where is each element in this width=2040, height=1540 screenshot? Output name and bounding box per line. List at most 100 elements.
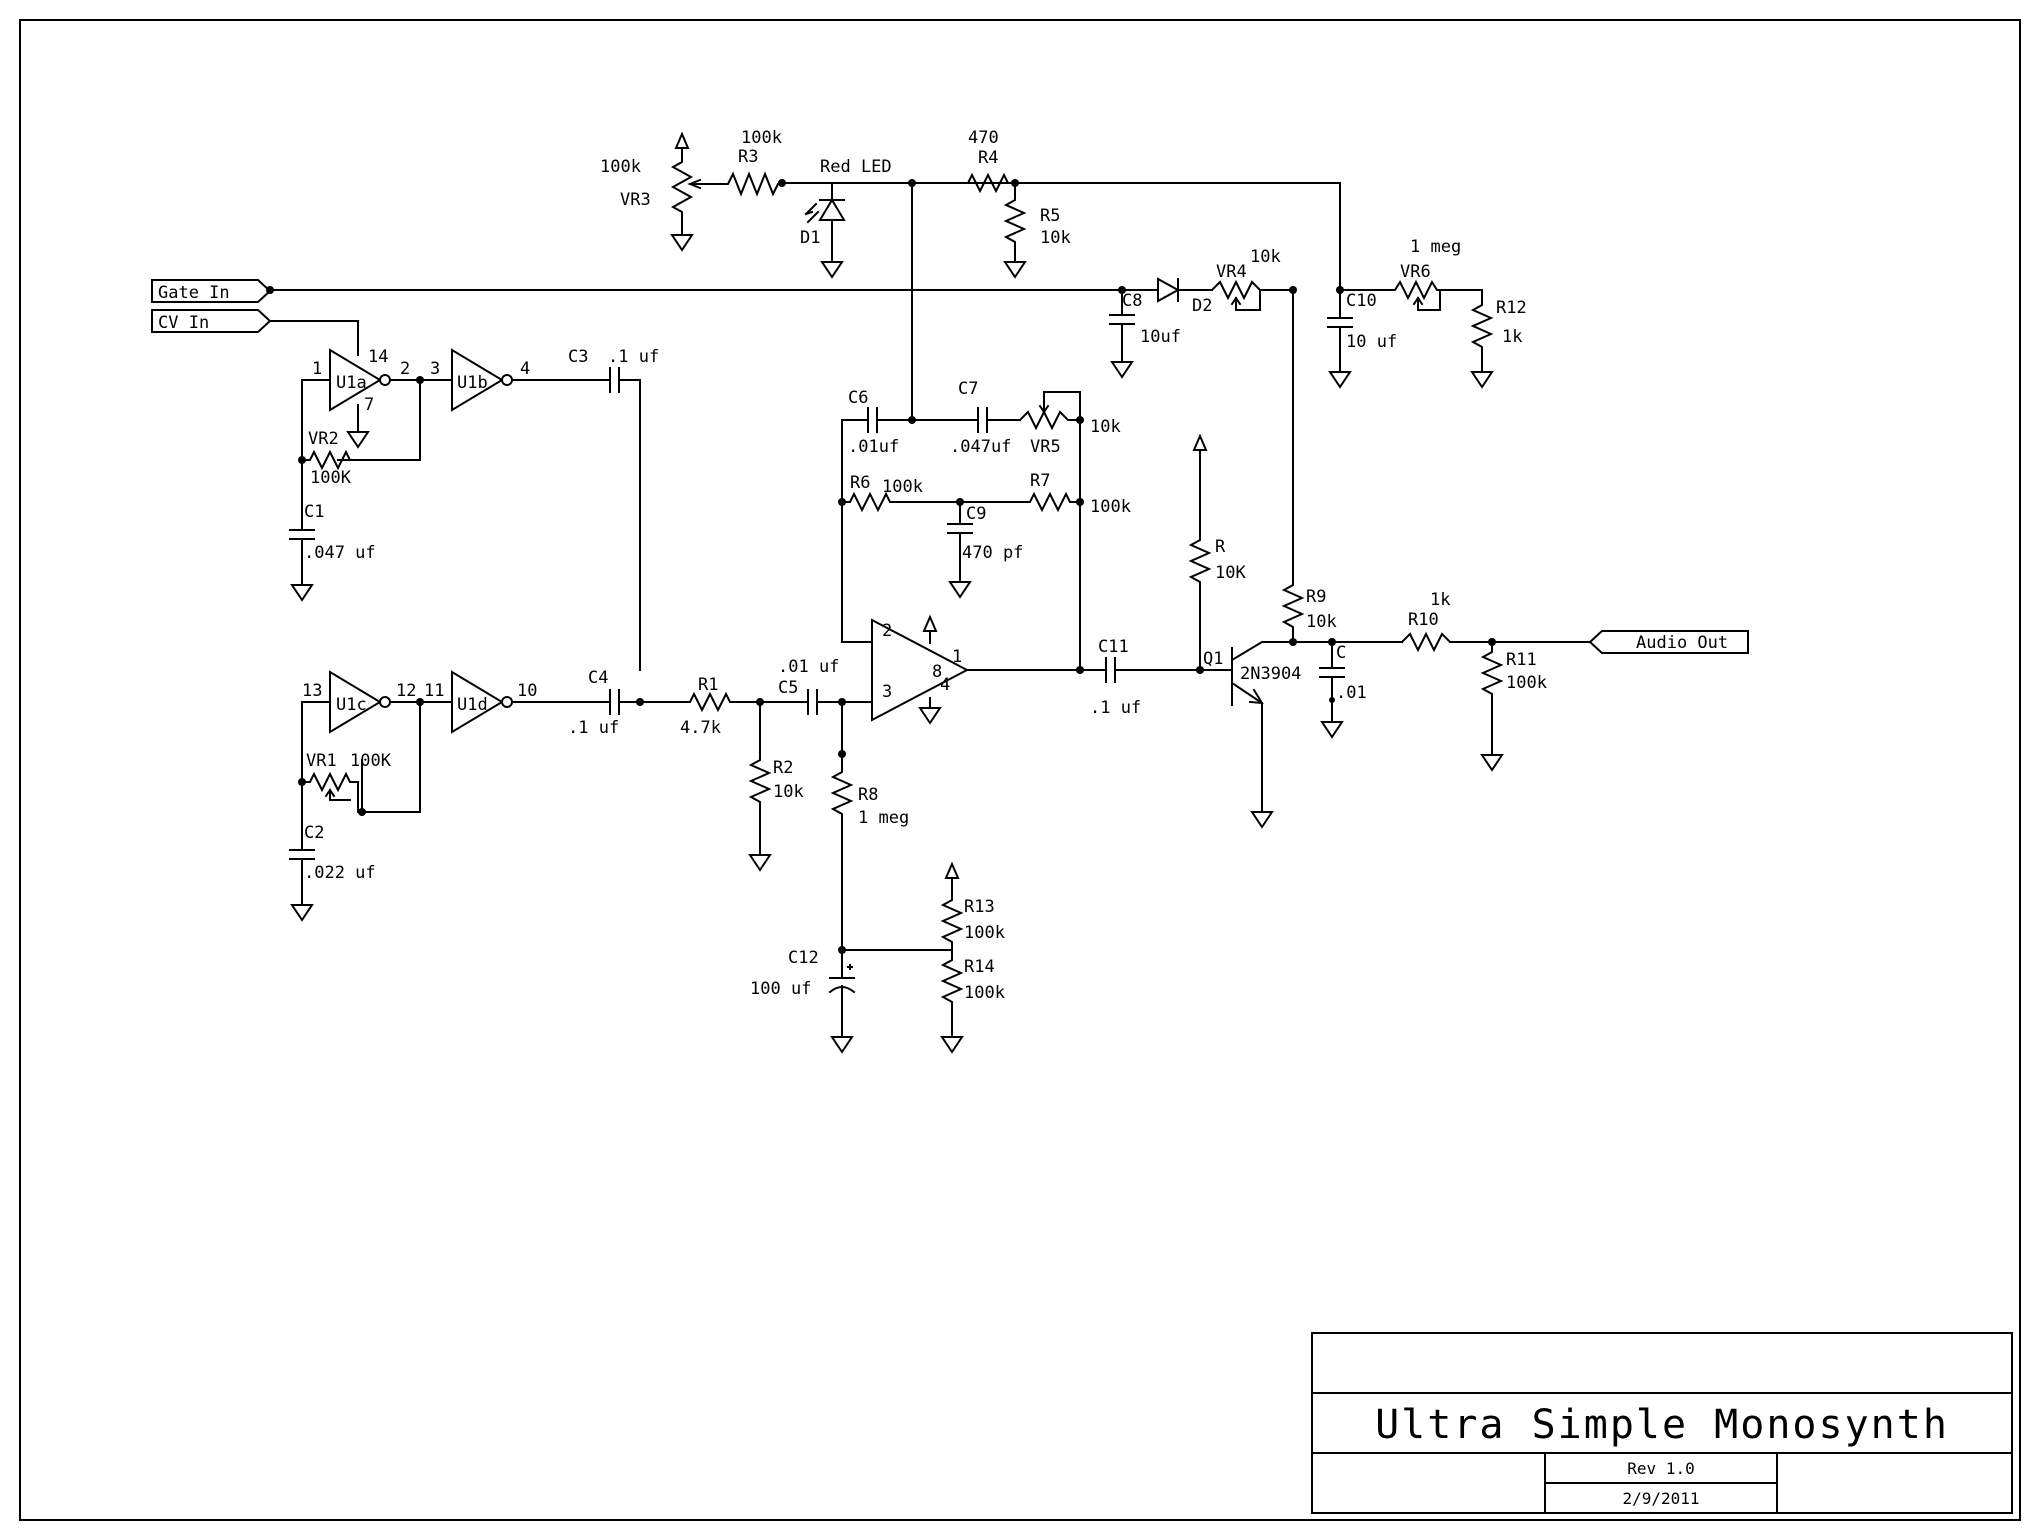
u1a-gate (301, 348, 421, 461)
c5-ref: C5 (778, 678, 798, 698)
d2-ref: D2 (1192, 296, 1212, 316)
vr1-ref: VR1 (306, 751, 337, 771)
d1-ref: D1 (800, 228, 820, 248)
pin-7: 7 (364, 395, 374, 415)
r10-value: 1k (1430, 590, 1450, 610)
r-ref: R (1215, 537, 1226, 557)
c10-ref: C10 (1346, 291, 1377, 311)
c3-value: .1 uf (608, 347, 659, 367)
d1-led (804, 182, 846, 278)
pin-4: 4 (520, 359, 530, 379)
opamp-pin1: 1 (952, 647, 962, 667)
pin-3: 3 (430, 359, 440, 379)
c7-ref: C7 (958, 379, 978, 399)
r1-value: 4.7k (680, 718, 721, 738)
r2-ref: R2 (773, 758, 793, 778)
c12-capacitor (828, 949, 856, 1053)
title-block-revision: Rev 1.0 (1627, 1459, 1694, 1478)
vr3-value: 100k (600, 157, 641, 177)
vr6-potentiometer (1339, 279, 1483, 311)
r1-ref: R1 (698, 675, 718, 695)
r-value: 10K (1215, 563, 1246, 583)
r13-resistor (940, 863, 964, 951)
c11-capacitor (1079, 657, 1201, 683)
opamp-filter (841, 616, 1081, 724)
r10-ref: R10 (1408, 610, 1439, 630)
cv-in-label: CV In (158, 313, 209, 333)
c-capacitor (1319, 641, 1345, 738)
vr6-value: 1 meg (1410, 237, 1461, 257)
c-ref: C (1336, 643, 1346, 663)
r14-value: 100k (964, 983, 1005, 1003)
c10-capacitor (1327, 289, 1353, 388)
vr1-value: 100K (350, 751, 392, 771)
title-block (1311, 1332, 2013, 1514)
u1d-gate (419, 670, 601, 734)
cv-in-port (151, 309, 272, 333)
r9-resistor (1281, 289, 1305, 643)
r3-ref: R3 (738, 147, 758, 167)
r13-value: 100k (964, 923, 1005, 943)
r7-ref: R7 (1030, 471, 1050, 491)
c9-capacitor (947, 501, 973, 598)
r10-resistor (1400, 631, 1493, 653)
c4-ref: C4 (588, 668, 608, 688)
pin-11: 11 (424, 681, 444, 701)
c1-capacitor (289, 459, 315, 601)
vr3-ref: VR3 (620, 190, 651, 210)
r-resistor (1188, 435, 1212, 671)
c3-capacitor (599, 367, 641, 671)
vr2-potentiometer (301, 449, 352, 471)
q1-value: 2N3904 (1240, 664, 1301, 684)
r1-resistor (679, 691, 761, 713)
pin-14: 14 (368, 347, 388, 367)
c4-capacitor (599, 689, 681, 715)
gate-in-port (151, 279, 272, 303)
audio-out-port (1588, 630, 1749, 654)
c8-value: 10uf (1140, 327, 1181, 347)
c8-capacitor (1109, 289, 1135, 378)
c7-capacitor (911, 407, 1021, 433)
u1a-label: U1a (336, 373, 367, 393)
q1-ref: Q1 (1203, 649, 1223, 669)
r9-ref: R9 (1306, 587, 1326, 607)
r8-value: 1 meg (858, 808, 909, 828)
c2-value: .022 uf (304, 863, 376, 883)
c6-value: .01uf (848, 437, 899, 457)
title-block-date: 2/9/2011 (1622, 1489, 1699, 1508)
c11-ref: C11 (1098, 637, 1129, 657)
r14-ref: R14 (964, 957, 995, 977)
r3-value: 100k (741, 128, 782, 148)
vr6-ref: VR6 (1400, 262, 1431, 282)
d1-value: Red LED (820, 157, 892, 177)
r5-ref: R5 (1040, 206, 1060, 226)
r6-ref: R6 (850, 473, 870, 493)
r7-value: 100k (1090, 497, 1131, 517)
r2-resistor (748, 701, 772, 871)
u1c-gate (301, 670, 421, 813)
q1-transistor (1199, 641, 1293, 828)
r7-resistor (959, 491, 1081, 513)
r12-value: 1k (1502, 327, 1522, 347)
page-border (19, 19, 2021, 1521)
vr5-ref: VR5 (1030, 437, 1061, 457)
pin-10: 10 (517, 681, 537, 701)
r4-ref: R4 (978, 148, 998, 168)
u1d-label: U1d (457, 695, 488, 715)
r5-value: 10k (1040, 228, 1071, 248)
c5-value: .01 uf (778, 657, 839, 677)
pin-12: 12 (396, 681, 416, 701)
vr1-potentiometer (301, 771, 363, 813)
r11-resistor (1480, 641, 1504, 771)
title-block-title: Ultra Simple Monosynth (1375, 1402, 1949, 1448)
vr4-ref: VR4 (1216, 262, 1247, 282)
pin-1: 1 (312, 359, 322, 379)
vr3-potentiometer (670, 133, 713, 251)
vr2-value: 100K (310, 468, 352, 488)
opamp-pin3: 3 (882, 682, 892, 702)
d2-diode (1124, 277, 1213, 303)
pin-13: 13 (302, 681, 322, 701)
c2-capacitor (289, 781, 315, 921)
c2-ref: C2 (304, 823, 324, 843)
